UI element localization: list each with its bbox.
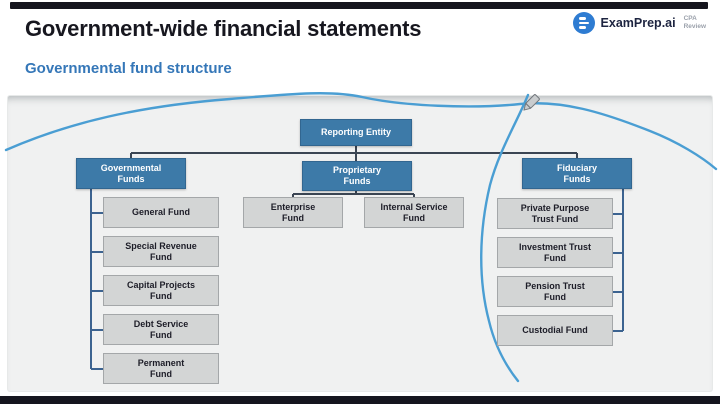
node-label: Permanent <box>137 357 185 368</box>
node-custodial-fund: Custodial Fund <box>497 315 613 346</box>
node-label: Fund <box>544 252 566 263</box>
node-label: Funds <box>117 173 145 184</box>
node-label: Fund <box>544 291 566 302</box>
node-reporting-entity: Reporting Entity <box>300 119 412 146</box>
logo-bar <box>578 26 586 29</box>
page-title: Government-wide financial statements <box>25 16 422 41</box>
node-permanent-fund: Permanent Fund <box>103 353 219 384</box>
node-label: Investment Trust <box>518 241 592 252</box>
node-debt-service-fund: Debt Service Fund <box>103 314 219 345</box>
node-label: Fund <box>150 368 172 379</box>
node-label: Fund <box>403 212 425 223</box>
node-special-revenue-fund: Special Revenue Fund <box>103 236 219 267</box>
node-private-purpose-trust-fund: Private Purpose Trust Fund <box>497 198 613 229</box>
node-label: Pension Trust <box>525 280 585 291</box>
node-label: Custodial Fund <box>522 325 588 336</box>
node-pension-trust-fund: Pension Trust Fund <box>497 276 613 307</box>
node-label: Enterprise <box>270 201 316 212</box>
node-label: Capital Projects <box>126 279 196 290</box>
logo-bar <box>578 21 589 25</box>
slide-subtitle: Governmental fund structure <box>25 60 232 77</box>
node-proprietary-funds: Proprietary Funds <box>302 161 412 191</box>
node-label: Fund <box>150 290 172 301</box>
node-label: Debt Service <box>133 318 189 329</box>
node-capital-projects-fund: Capital Projects Fund <box>103 275 219 306</box>
node-label: Governmental <box>100 162 162 173</box>
node-investment-trust-fund: Investment Trust Fund <box>497 237 613 268</box>
node-label: Internal Service <box>380 201 448 212</box>
node-label: Fund <box>150 329 172 340</box>
node-label: Private Purpose <box>520 202 590 213</box>
top-accent-bar <box>10 2 708 9</box>
node-label: General Fund <box>131 207 190 218</box>
node-general-fund: General Fund <box>103 197 219 228</box>
node-internal-service-fund: Internal Service Fund <box>364 197 464 228</box>
logo-bar <box>578 17 586 20</box>
node-label: Fiduciary <box>556 162 597 173</box>
node-governmental-funds: Governmental Funds <box>76 158 186 189</box>
node-label: Fund <box>282 212 304 223</box>
node-label: Fund <box>150 251 172 262</box>
brand-name: ExamPrep.ai <box>600 16 676 30</box>
node-label: Funds <box>563 173 591 184</box>
brand-tagline-line1: CPA <box>683 14 697 22</box>
brand-tagline-line2: Review <box>683 23 706 30</box>
brand-tagline: CPA Review <box>684 15 706 31</box>
node-enterprise-fund: Enterprise Fund <box>243 197 343 228</box>
bottom-accent-bar <box>0 396 720 404</box>
node-label: Proprietary <box>332 165 382 176</box>
node-label: Trust Fund <box>531 213 579 224</box>
examprep-logo-icon <box>572 12 595 34</box>
node-label: Funds <box>343 176 371 186</box>
node-label: Reporting Entity <box>321 127 391 138</box>
brand-logo: ExamPrep.ai CPA Review <box>572 12 706 34</box>
node-label: Special Revenue <box>125 240 197 251</box>
node-fiduciary-funds: Fiduciary Funds <box>522 158 632 189</box>
